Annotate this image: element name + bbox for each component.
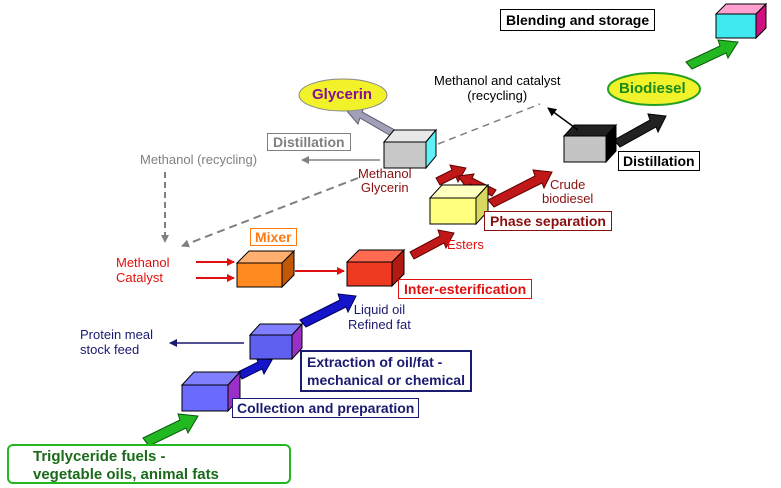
blending-label: Blending and storage <box>500 9 656 31</box>
glycerin-distillation-label: Distillation <box>267 133 351 151</box>
glycerin-out-label: Glycerin <box>360 180 409 195</box>
mixer-label: Mixer <box>250 228 297 246</box>
protein-meal-label: Protein meal stock feed <box>80 327 153 357</box>
glycerin-ellipse <box>298 78 388 112</box>
catalyst-feed-label: Catalyst <box>116 270 163 285</box>
glycerin-label: Glycerin <box>312 86 373 103</box>
catalyst-recycling-line2: (recycling) <box>467 88 528 103</box>
biodiesel-distillation-box <box>562 123 618 164</box>
flow-arrow <box>435 164 467 186</box>
biodiesel-ellipse <box>607 72 701 106</box>
flow-arrow <box>613 113 667 148</box>
glycerin-distillation-box <box>382 128 438 170</box>
methanol-recycling-label: Methanol (recycling) <box>140 152 258 167</box>
methanol-catalyst-feed-label: Methanol Catalyst <box>116 255 169 285</box>
biodiesel-label: Biodiesel <box>619 80 686 97</box>
blending-box <box>714 2 768 40</box>
feedstock-box: Triglyceride fuels - vegetable oils, ani… <box>7 444 291 484</box>
feedstock-line2: vegetable oils, animal fats <box>33 466 219 483</box>
recycle-dashed-top <box>437 103 541 145</box>
protein-meal-line1: Protein meal <box>80 327 153 342</box>
flow-arrow <box>487 169 553 208</box>
catalyst-recycling-label: Methanol and catalyst (recycling) <box>434 73 560 103</box>
collection-box <box>180 370 242 413</box>
interesterification-box <box>345 248 406 288</box>
feedstock-line1: Triglyceride fuels - <box>33 448 166 465</box>
protein-meal-line2: stock feed <box>80 342 140 357</box>
refined-fat-label: Refined fat <box>348 317 411 332</box>
catalyst-recycling-line1: Methanol and catalyst <box>434 73 561 88</box>
recycle-dashed-diagonal <box>181 177 359 248</box>
extraction-line2: mechanical or chemical <box>307 372 465 388</box>
methanol-out-label: Methanol <box>358 166 412 181</box>
catalyst-recycle-arrow <box>547 107 579 131</box>
liquid-oil-label: Liquid oil <box>353 302 406 317</box>
phase-separation-box <box>428 183 490 226</box>
methanol-glycerin-label: Methanol Glycerin <box>358 167 411 195</box>
phase-separation-label: Phase separation <box>484 211 612 231</box>
flow-arrow <box>237 356 273 380</box>
methanol-feed-label: Methanol <box>116 255 170 270</box>
flow-arrow <box>409 229 455 260</box>
crude-biodiesel-label: Crude biodiesel <box>542 178 593 206</box>
interesterification-label: Inter-esterification <box>398 279 533 299</box>
crude-label: Crude <box>549 177 586 192</box>
oil-fat-label: Liquid oil Refined fat <box>348 302 411 332</box>
extraction-line1: Extraction of oil/fat - <box>307 354 443 370</box>
crude-biodiesel-line2: biodiesel <box>542 191 594 206</box>
mixer-box <box>235 249 296 289</box>
flow-arrow <box>299 293 357 328</box>
extraction-label: Extraction of oil/fat - mechanical or ch… <box>300 350 472 392</box>
extraction-box <box>248 322 304 361</box>
biodiesel-distillation-label: Distillation <box>618 151 700 171</box>
flow-arrow <box>685 39 739 70</box>
collection-label: Collection and preparation <box>232 398 420 418</box>
esters-label: Esters <box>447 237 484 252</box>
feed-arrow <box>142 413 199 447</box>
